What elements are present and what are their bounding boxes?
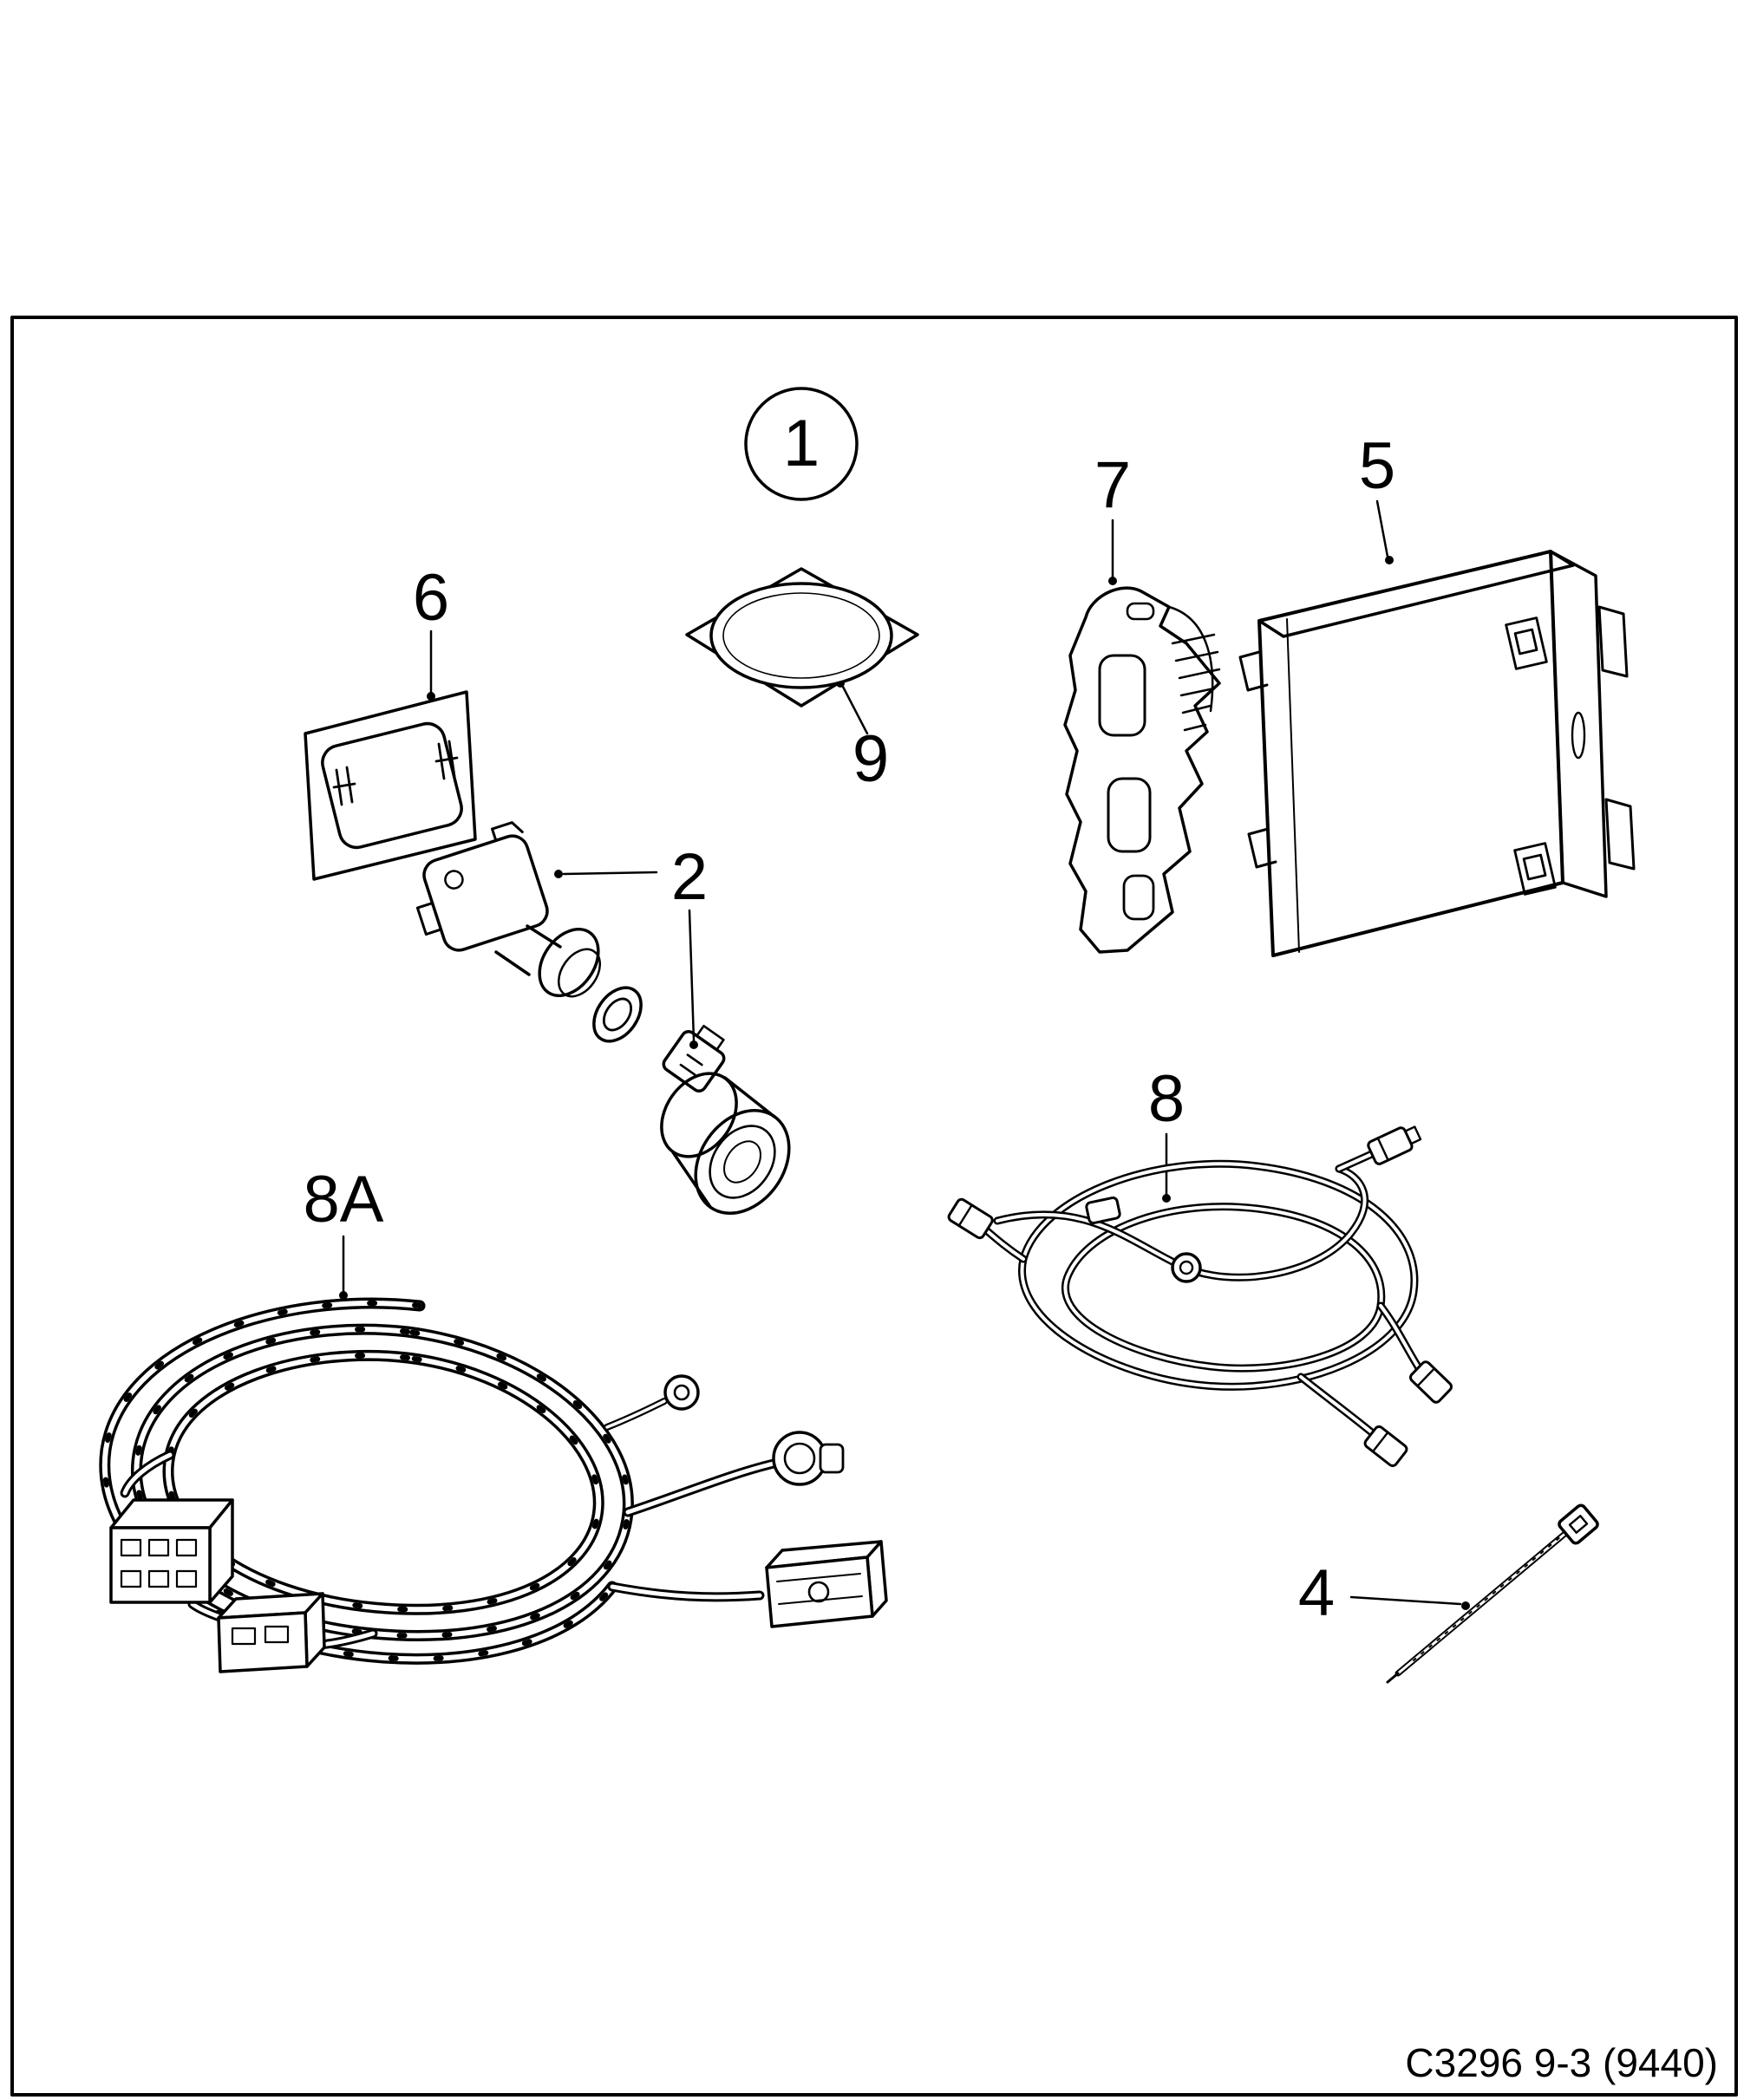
callout-8-label: 8 bbox=[1147, 1062, 1186, 1136]
callout-5-label: 5 bbox=[1358, 429, 1396, 503]
figure-code: C3296 9-3 (9440) bbox=[1405, 2040, 1718, 2085]
bracket-part bbox=[1063, 586, 1221, 954]
callout-2-label: 2 bbox=[670, 840, 709, 914]
leader-lines bbox=[342, 499, 1462, 1606]
callout-6-label: 6 bbox=[412, 561, 450, 635]
diagram-border bbox=[10, 316, 1738, 2097]
callout-4-label: 4 bbox=[1297, 1556, 1336, 1630]
lighter-socket-part bbox=[415, 821, 791, 1215]
callout-8a-label: 8A bbox=[303, 1163, 384, 1236]
main-harness-part bbox=[99, 1297, 888, 1673]
mounting-plate-part bbox=[304, 690, 477, 881]
disc-part bbox=[685, 567, 919, 708]
callout-1-label: 1 bbox=[782, 407, 820, 480]
cable-tie-part bbox=[1386, 1503, 1599, 1684]
callout-9-label: 9 bbox=[852, 722, 890, 796]
leader-dots bbox=[339, 556, 1470, 1610]
harness-part bbox=[947, 1125, 1453, 1468]
callout-7-label: 7 bbox=[1094, 448, 1132, 522]
callout-1-circle bbox=[744, 387, 859, 501]
control-module-part bbox=[1238, 550, 1636, 957]
